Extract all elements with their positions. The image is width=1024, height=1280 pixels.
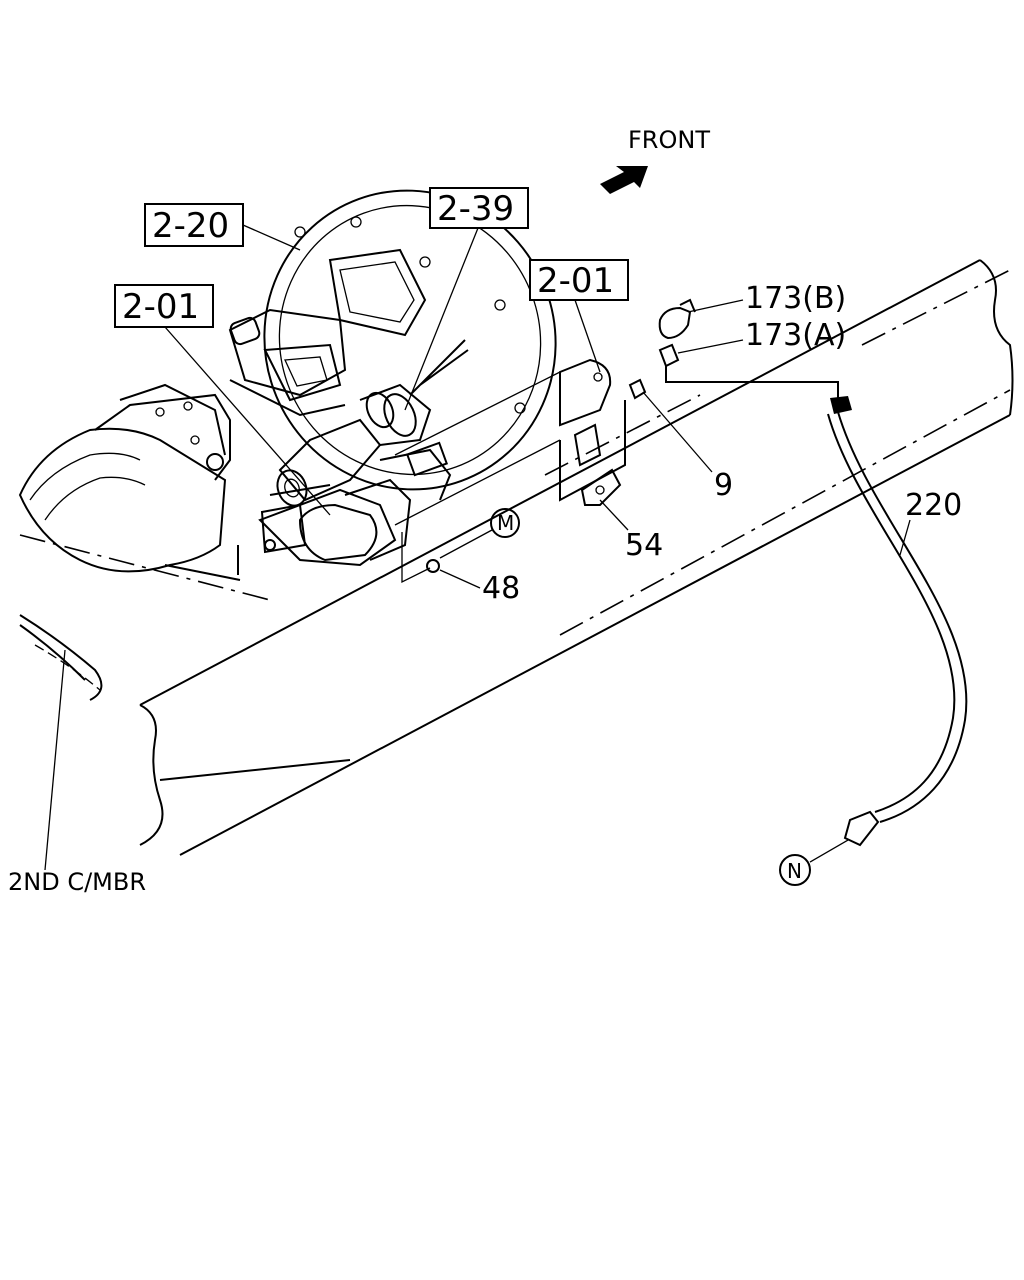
- part-54-label[interactable]: 54: [625, 528, 663, 563]
- reference-2-01-right-text: 2-01: [537, 261, 614, 301]
- leader-m: [439, 529, 493, 559]
- part-173b-label[interactable]: 173(B): [745, 281, 846, 316]
- leader-173a: [677, 339, 744, 354]
- part-48-label[interactable]: 48: [482, 571, 520, 606]
- leader-n: [809, 839, 849, 863]
- leader-2-39: [404, 227, 479, 411]
- bracket-assembly: [559, 358, 647, 506]
- marker-m[interactable]: M: [490, 508, 520, 538]
- hose-and-connectors: [658, 298, 968, 847]
- reference-box-2-01-right[interactable]: 2-01: [529, 259, 629, 301]
- reference-2-01-left-text: 2-01: [122, 287, 199, 327]
- leader-54: [599, 499, 629, 531]
- reference-box-2-20[interactable]: 2-20: [144, 203, 244, 247]
- transmission-assembly: [18, 189, 561, 581]
- bracket-48: [401, 532, 431, 584]
- part-173a-label[interactable]: 173(A): [745, 318, 846, 353]
- leader-173b: [687, 299, 744, 313]
- reference-2-20-text: 2-20: [152, 206, 229, 246]
- part-9-label[interactable]: 9: [714, 468, 733, 503]
- front-indicator: FRONT: [600, 126, 710, 194]
- front-label: FRONT: [628, 126, 710, 154]
- member-label: 2ND C/MBR: [8, 868, 146, 896]
- marker-n-text: N: [787, 859, 802, 883]
- leader-220: [899, 519, 911, 556]
- marker-n[interactable]: N: [779, 854, 811, 886]
- part-220-label[interactable]: 220: [905, 488, 962, 523]
- front-direction-arrow-icon: [600, 166, 648, 194]
- leader-9: [642, 391, 713, 473]
- reference-2-39-text: 2-39: [437, 189, 514, 229]
- second-cross-member: 2ND C/MBR: [8, 534, 271, 896]
- marker-m-text: M: [497, 511, 514, 535]
- leader-2-20: [242, 224, 301, 251]
- leader-2-01-right: [574, 299, 601, 373]
- leader-2-01-left: [164, 326, 331, 516]
- leader-48: [439, 569, 481, 589]
- washer-48: [426, 559, 440, 573]
- reference-box-2-39[interactable]: 2-39: [429, 187, 529, 229]
- reference-box-2-01-left[interactable]: 2-01: [114, 284, 214, 328]
